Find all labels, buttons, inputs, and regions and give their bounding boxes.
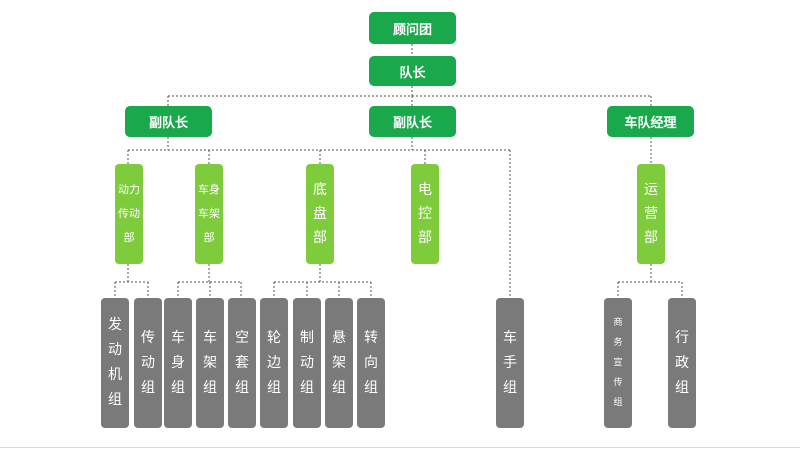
team-body: 车身组 — [164, 298, 192, 428]
team-driver: 车手组 — [496, 298, 524, 428]
team-steering: 转向组 — [357, 298, 385, 428]
team-wheel-label: 轮边组 — [267, 329, 281, 396]
team-admin-label: 行政组 — [675, 329, 689, 396]
vice-captain-mid-box: 副队长 — [369, 106, 456, 137]
team-aero: 空套组 — [228, 298, 256, 428]
team-brake: 制动组 — [293, 298, 321, 428]
team-engine-label: 发动机组 — [108, 317, 122, 408]
team-brake-label: 制动组 — [300, 329, 314, 396]
dept-chassis-label: 底盘部 — [313, 182, 327, 246]
team-manager-box: 车队经理 — [607, 106, 694, 137]
team-aero-label: 空套组 — [235, 329, 249, 396]
dept-powertrain-label: 动力传动部 — [118, 183, 140, 244]
dept-operations: 运营部 — [637, 164, 665, 264]
team-frame: 车架组 — [196, 298, 224, 428]
dept-body-frame-label: 车身车架部 — [198, 183, 220, 244]
dept-electric: 电控部 — [411, 164, 439, 264]
team-business: 商务宣传组 — [604, 298, 632, 428]
team-admin: 行政组 — [668, 298, 696, 428]
team-wheel: 轮边组 — [260, 298, 288, 428]
advisory-box: 顾问团 — [369, 12, 456, 44]
team-suspension: 悬架组 — [325, 298, 353, 428]
team-engine: 发动机组 — [101, 298, 129, 428]
team-frame-label: 车架组 — [203, 329, 217, 396]
dept-chassis: 底盘部 — [306, 164, 334, 264]
dept-operations-label: 运营部 — [644, 182, 658, 246]
dept-body-frame: 车身车架部 — [195, 164, 223, 264]
team-driver-label: 车手组 — [503, 329, 517, 396]
captain-box: 队长 — [369, 56, 456, 86]
team-transmission-label: 传动组 — [141, 329, 155, 396]
dept-electric-label: 电控部 — [418, 182, 432, 246]
bottom-divider — [0, 447, 800, 448]
vice-captain-left-box: 副队长 — [125, 106, 212, 137]
team-transmission: 传动组 — [134, 298, 162, 428]
team-body-label: 车身组 — [171, 329, 185, 396]
team-suspension-label: 悬架组 — [332, 329, 346, 396]
team-business-label: 商务宣传组 — [613, 318, 623, 408]
team-steering-label: 转向组 — [364, 329, 378, 396]
dept-powertrain: 动力传动部 — [115, 164, 143, 264]
